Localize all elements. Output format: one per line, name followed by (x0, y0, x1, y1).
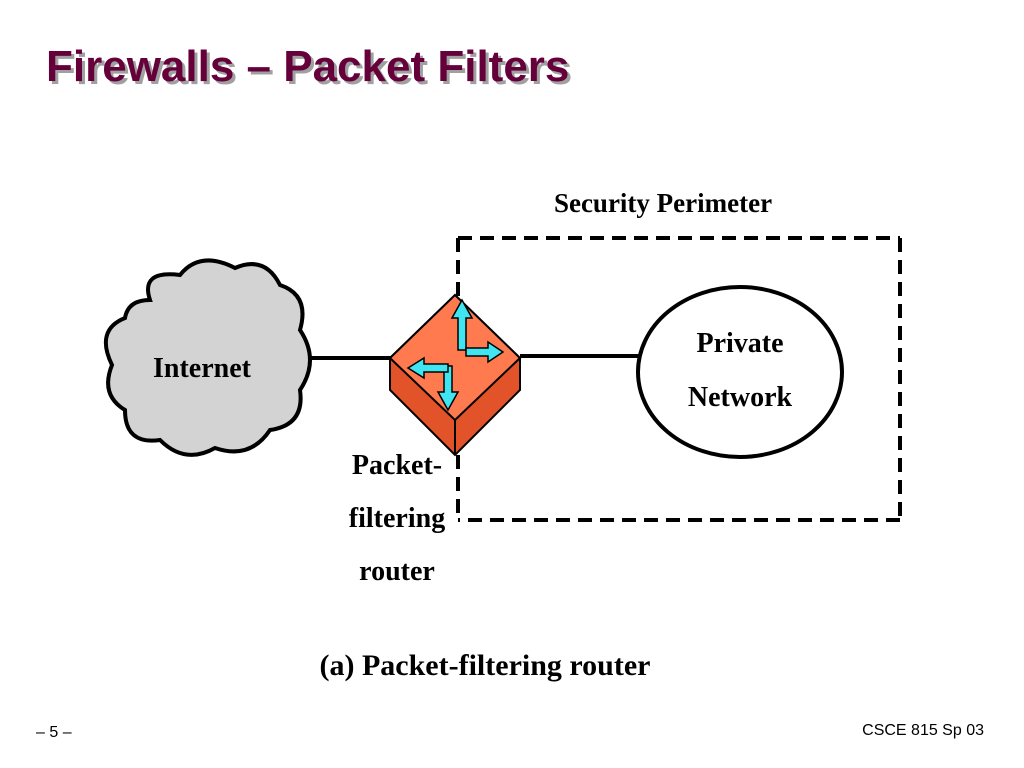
slide-title: Firewalls – Packet Filters (46, 42, 570, 91)
page-number: – 5 – (36, 724, 72, 741)
router-label-line2: filtering (349, 503, 445, 534)
diagram-caption: (a) Packet-filtering router (320, 649, 651, 682)
router-label-line1: Packet- (352, 450, 442, 481)
private-network-label-line1: Private (696, 328, 783, 359)
router-label-line3: router (359, 556, 435, 587)
private-network-node (636, 285, 844, 459)
router-icon (388, 293, 522, 457)
security-perimeter-label: Security Perimeter (554, 188, 772, 218)
security-perimeter (456, 236, 902, 522)
course-label: CSCE 815 Sp 03 (862, 722, 984, 739)
internet-label: Internet (153, 353, 252, 384)
private-network-label-line2: Network (688, 382, 793, 413)
cloud-icon (103, 258, 312, 457)
